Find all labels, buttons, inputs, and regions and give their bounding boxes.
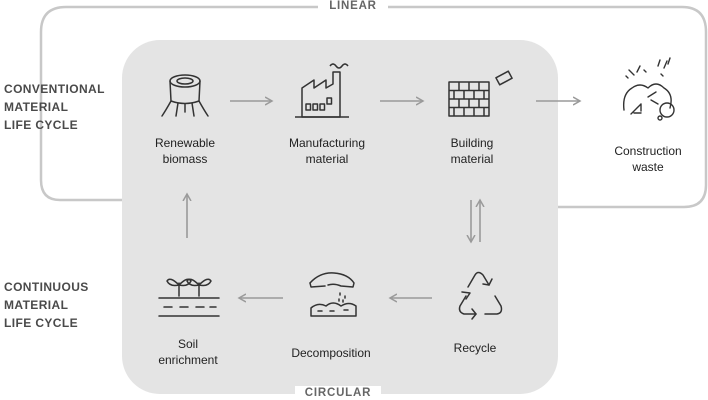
conventional-life-cycle-label: CONVENTIONAL MATERIAL LIFE CYCLE: [4, 80, 105, 134]
recycle-caption: Recycle: [430, 340, 520, 356]
continuous-line-3: LIFE CYCLE: [4, 316, 79, 330]
renewable-biomass-line-2: biomass: [162, 152, 208, 166]
linear-loop-outline: [39, 5, 708, 209]
construction-waste-line-1: Construction: [614, 144, 682, 158]
manufacturing-material-line-1: Manufacturing: [288, 136, 366, 150]
circular-panel: [122, 40, 558, 394]
hand-sprinkling-soil-icon: [309, 272, 357, 317]
soil-enrichment-line-2: enrichment: [158, 353, 218, 367]
linear-label: LINEAR: [318, 0, 388, 14]
soil-enrichment-caption: Soil enrichment: [138, 336, 238, 368]
conventional-line-3: LIFE CYCLE: [4, 118, 79, 132]
recycle-icon: [458, 271, 503, 320]
continuous-life-cycle-label: CONTINUOUS MATERIAL LIFE CYCLE: [4, 278, 89, 332]
conventional-line-1: CONVENTIONAL: [4, 82, 105, 96]
soil-enrichment-line-1: Soil: [177, 337, 198, 351]
construction-waste-caption: Construction waste: [598, 143, 698, 175]
recycle-line-1: Recycle: [453, 341, 497, 355]
building-material-line-2: material: [450, 152, 494, 166]
circular-label: CIRCULAR: [295, 386, 381, 400]
waste-pile-icon: [622, 57, 675, 121]
construction-waste-line-2: waste: [632, 160, 664, 174]
manufacturing-material-caption: Manufacturing material: [272, 135, 382, 167]
continuous-line-2: MATERIAL: [4, 298, 69, 312]
renewable-biomass-caption: Renewable biomass: [135, 135, 235, 167]
manufacturing-material-line-2: material: [305, 152, 349, 166]
renewable-biomass-line-1: Renewable: [154, 136, 216, 150]
linear-loop-outline-left: [39, 150, 140, 202]
conventional-line-2: MATERIAL: [4, 100, 69, 114]
brick-wall-icon: [448, 70, 513, 117]
building-material-caption: Building material: [422, 135, 522, 167]
building-material-line-1: Building: [450, 136, 494, 150]
tree-stump-icon: [161, 74, 209, 117]
factory-icon: [295, 63, 349, 118]
sprouting-plants-icon: [158, 278, 220, 317]
decomposition-caption: Decomposition: [276, 345, 386, 361]
decomposition-line-1: Decomposition: [291, 346, 371, 360]
continuous-line-1: CONTINUOUS: [4, 280, 89, 294]
